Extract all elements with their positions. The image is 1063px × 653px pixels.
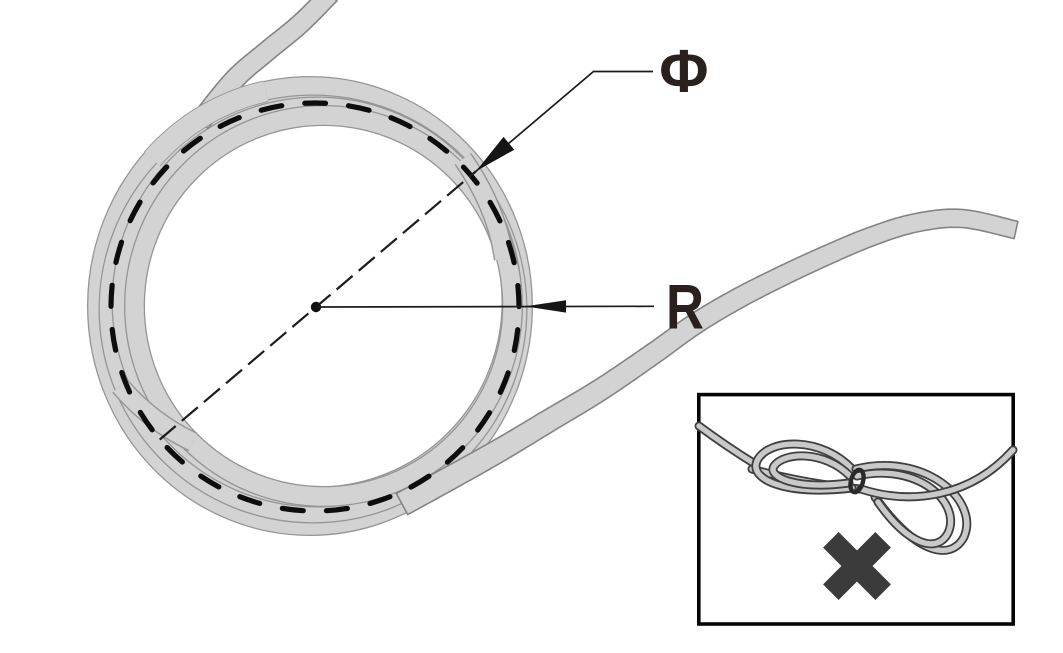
svg-text:Φ: Φ xyxy=(659,38,708,105)
svg-text:R: R xyxy=(666,272,704,343)
